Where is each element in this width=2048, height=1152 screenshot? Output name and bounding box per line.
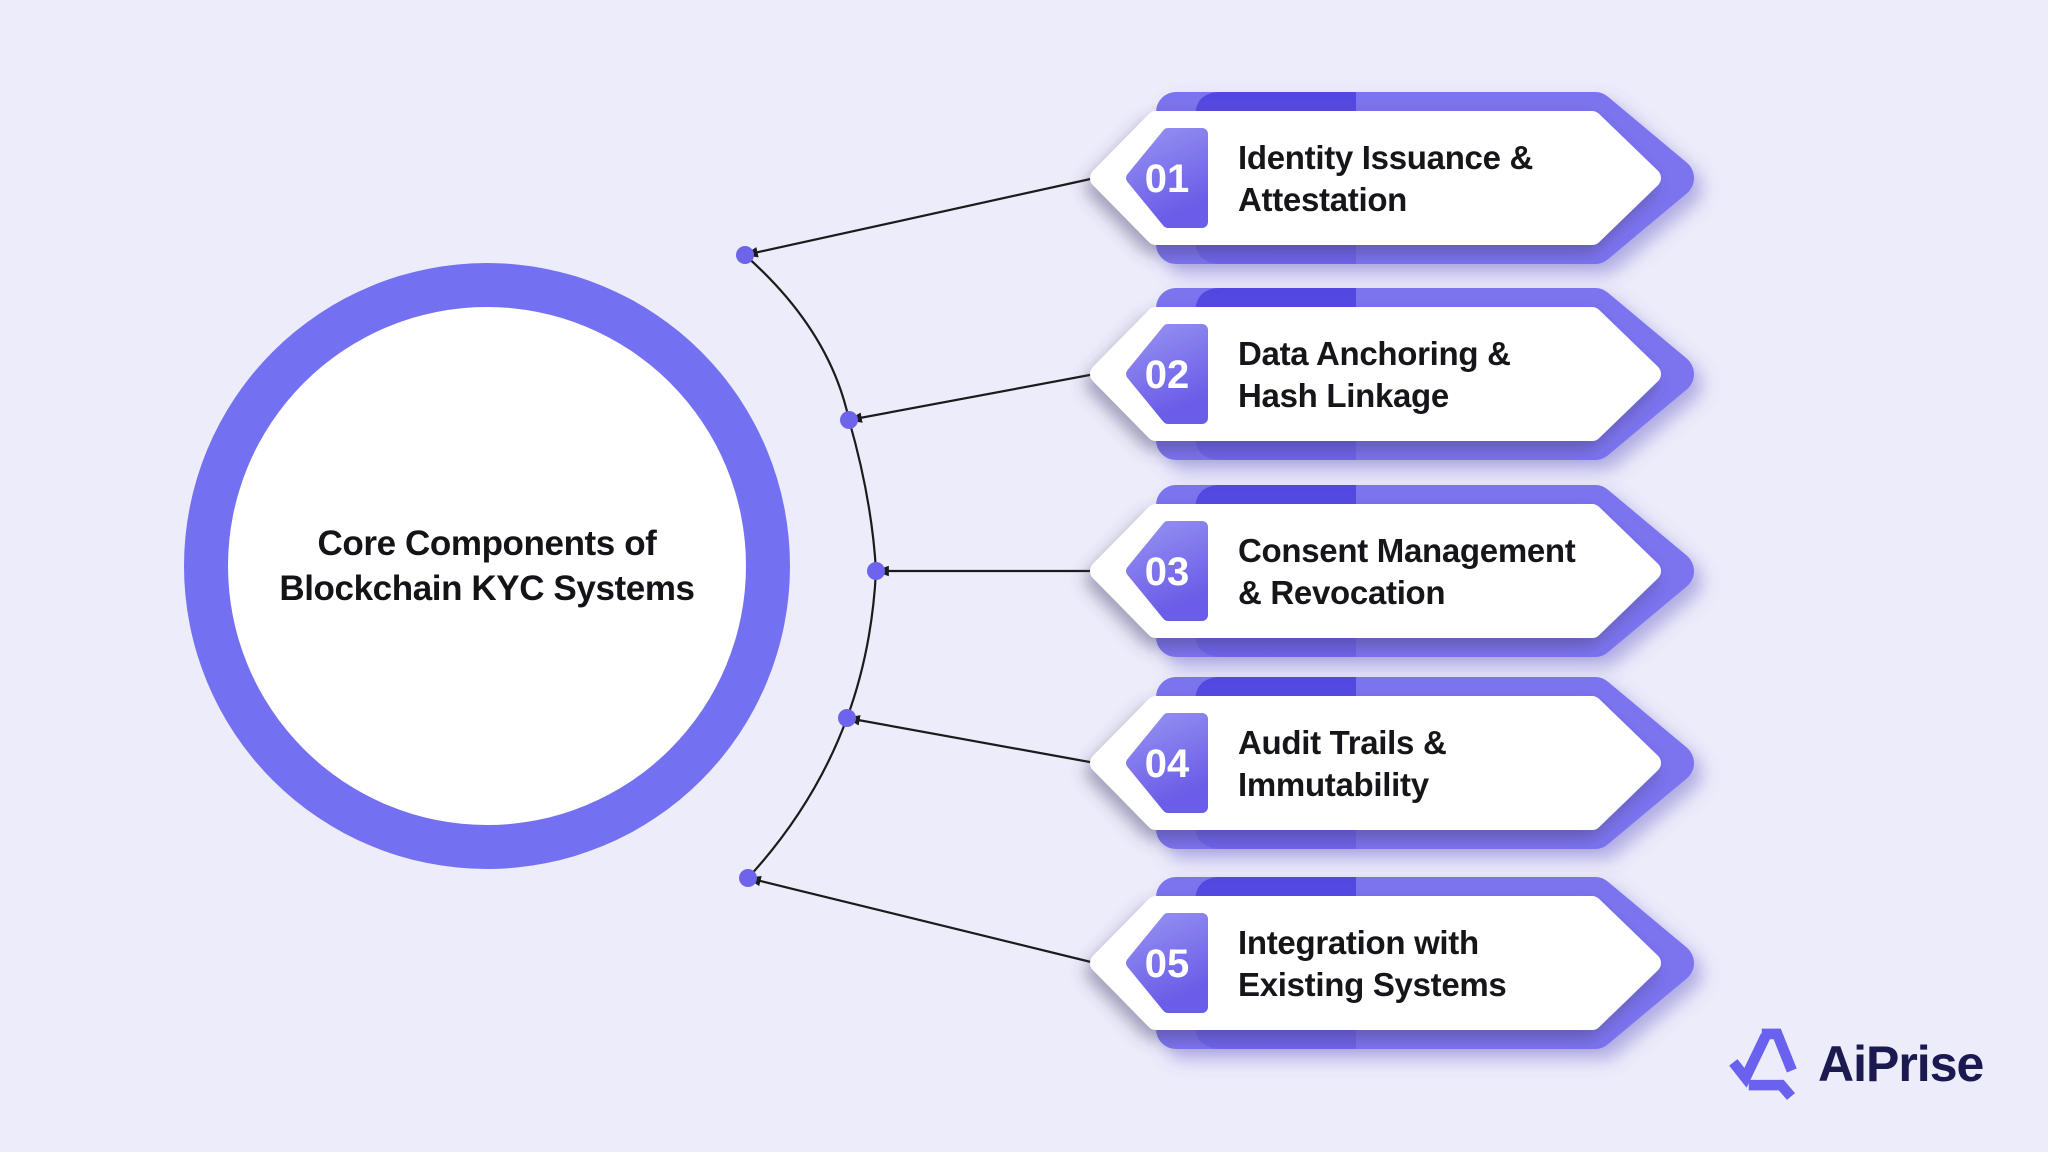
banner-number: 04 [1145, 742, 1190, 786]
central-circle: Core Components of Blockchain KYC System… [184, 263, 790, 869]
component-banner-4: 04 Audit Trails & Immutability [1090, 677, 1694, 849]
banner-label-line1: Consent Management [1238, 532, 1576, 569]
central-title: Core Components of Blockchain KYC System… [279, 521, 695, 611]
banner-label-line2: & Revocation [1238, 574, 1445, 611]
connector-line-1 [743, 176, 1097, 258]
central-title-line1: Core Components of [317, 524, 657, 563]
banner-number: 02 [1145, 353, 1190, 397]
banner-label-line2: Hash Linkage [1238, 377, 1449, 414]
connector-line-4 [845, 715, 1097, 765]
component-banner-5: 05 Integration with Existing Systems [1090, 877, 1694, 1049]
connector-dot-5 [739, 869, 757, 887]
component-banner-2: 02 Data Anchoring & Hash Linkage [1090, 288, 1694, 460]
connector-line-5 [746, 875, 1097, 965]
banner-label-line1: Identity Issuance & [1238, 139, 1533, 176]
connector-dot-3 [867, 562, 885, 580]
connector-dot-4 [838, 709, 856, 727]
number-badge [1126, 713, 1208, 813]
number-badge [1126, 128, 1208, 228]
banner-number: 05 [1145, 942, 1190, 986]
banner-label-line2: Existing Systems [1238, 966, 1506, 1003]
banner-label-line2: Attestation [1238, 181, 1407, 218]
component-banner-3: 03 Consent Management & Revocation [1090, 485, 1694, 657]
component-banner-1: 01 Identity Issuance & Attestation [1090, 92, 1694, 264]
central-circle-inner: Core Components of Blockchain KYC System… [228, 307, 746, 825]
banner-label-line2: Immutability [1238, 766, 1430, 803]
banner-label-line1: Audit Trails & [1238, 724, 1447, 761]
number-badge [1126, 324, 1208, 424]
central-title-line2: Blockchain KYC Systems [279, 569, 695, 608]
connector-dot-2 [840, 411, 858, 429]
connector-dot-1 [736, 246, 754, 264]
banner-card [1090, 504, 1661, 638]
banner-label-line1: Data Anchoring & [1238, 335, 1511, 372]
brand-name: AiPrise [1818, 1036, 1984, 1092]
connector-line-2 [847, 372, 1097, 423]
banner-number: 03 [1145, 550, 1190, 594]
banner-card [1090, 111, 1661, 245]
number-badge [1126, 521, 1208, 621]
banner-label-line1: Integration with [1238, 924, 1479, 961]
banner-card [1090, 696, 1661, 830]
brand-logo: AiPrise [1726, 1024, 1984, 1104]
number-badge [1126, 913, 1208, 1013]
banner-card [1090, 896, 1661, 1030]
banner-number: 01 [1145, 157, 1190, 201]
banner-card [1090, 307, 1661, 441]
aiprise-logo-icon [1729, 1028, 1797, 1100]
